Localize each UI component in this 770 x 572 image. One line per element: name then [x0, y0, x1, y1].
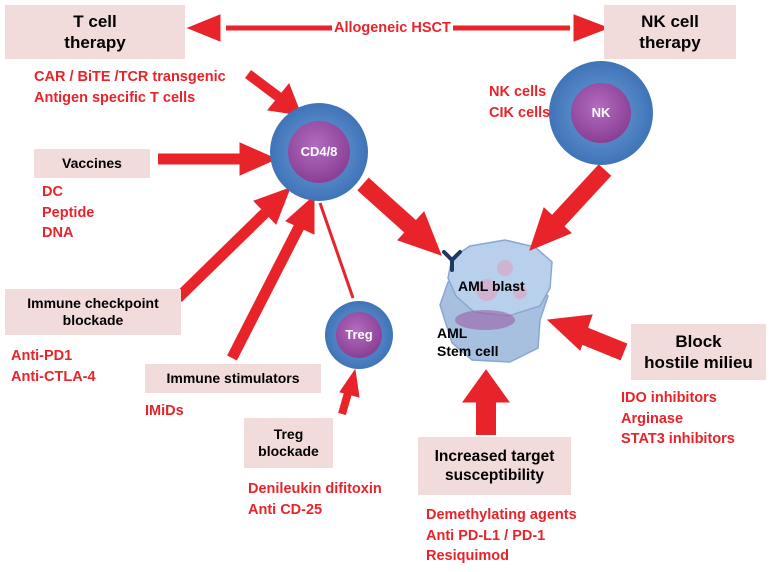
treg-item: Anti CD-25: [248, 501, 323, 518]
arrow-tregblockade-head: [339, 368, 360, 398]
target-item: Resiquimod: [426, 548, 509, 564]
hostile-item: Arginase: [621, 410, 684, 427]
target-item: Demethylating agents: [426, 507, 577, 523]
vaccines-box: Vaccines: [34, 149, 150, 178]
arrow-tregblockade-shaft: [338, 391, 352, 416]
treg-blockade-line1: Treg: [273, 425, 304, 442]
arrow-cd48-head: [397, 211, 442, 256]
arrow-nk-head: [529, 207, 572, 251]
increased-target-box: Increased target susceptibility: [418, 437, 571, 495]
cell-treg: [325, 301, 393, 369]
stimulators-list: IMiDs: [145, 401, 184, 422]
vaccine-item: DNA: [42, 225, 74, 241]
arrow-tcell-shaft: [245, 70, 283, 102]
nk-item: NK cells: [489, 84, 547, 100]
arrow-stimulators-shaft: [227, 222, 305, 361]
arrow-checkpoint-head: [253, 187, 291, 225]
hostile-item: STAT3 inhibitors: [621, 431, 735, 447]
receptor-icon: [442, 250, 462, 272]
hostile-list: IDO inhibitors Arginase STAT3 inhibitors: [621, 388, 735, 450]
allogeneic-hsct-label: Allogeneic HSCT: [332, 18, 453, 39]
aml-blast-label: AML blast: [458, 278, 525, 294]
nk-cell-therapy-line1: NK cell: [641, 11, 699, 31]
t-cell-therapy-line1: T cell: [73, 11, 117, 31]
vaccine-item: DC: [42, 184, 63, 200]
cell-nk: [549, 61, 653, 165]
nk-cell-therapy-box: NK cell therapy: [604, 5, 736, 59]
hostile-line2: hostile milieu: [644, 353, 753, 372]
nk-list: NK cells CIK cells: [489, 82, 550, 123]
vaccine-item: Peptide: [42, 204, 95, 221]
arrow-stimulators-head: [285, 194, 315, 235]
t-cell-item: CAR / BiTE /TCR transgenic: [34, 69, 226, 85]
t-cell-therapy-box: T cell therapy: [5, 5, 185, 59]
stimulators-label: Immune stimulators: [166, 369, 300, 386]
aml-vesicle: [497, 260, 513, 276]
checkpoint-line2: blockade: [62, 312, 124, 328]
checkpoint-line1: Immune checkpoint: [27, 294, 159, 311]
arrow-checkpoint-shaft: [174, 209, 269, 302]
aml-vesicle: [513, 285, 527, 299]
t-cell-item: Antigen specific T cells: [34, 89, 196, 106]
arrow-cd48-shaft: [357, 177, 418, 235]
treg-blockade-line2: blockade: [258, 443, 319, 459]
checkpoint-item: Anti-CTLA-4: [11, 368, 96, 385]
treg-blockade-box: Treg blockade: [244, 418, 333, 468]
arrow-hsct-left-head: [186, 14, 221, 42]
immune-stimulators-box: Immune stimulators: [145, 364, 321, 393]
treg-cell-label: Treg: [345, 327, 373, 342]
aml-stem-label: AML Stem cell: [437, 324, 498, 360]
immune-checkpoint-box: Immune checkpoint blockade: [5, 289, 181, 335]
target-item: Anti PD-L1 / PD-1: [426, 527, 546, 544]
arrow-tcell-head: [267, 83, 302, 116]
checkpoint-item: Anti-PD1: [11, 348, 73, 364]
aml-blast-shape: [447, 239, 553, 317]
arrow-vaccines-head: [239, 142, 278, 176]
arrow-nk-shaft: [550, 164, 612, 228]
cell-cd48: [270, 103, 368, 201]
checkpoint-list: Anti-PD1 Anti-CTLA-4: [11, 346, 96, 387]
t-cell-therapy-line2: therapy: [64, 33, 126, 52]
treg-list: Denileukin difitoxin Anti CD-25: [248, 479, 382, 520]
nk-cell-therapy-line2: therapy: [639, 33, 701, 52]
aml-stem-line2: Stem cell: [437, 343, 499, 359]
aml-stem-line1: AML: [437, 325, 468, 341]
hostile-item: IDO inhibitors: [621, 390, 717, 406]
cd48-cell-label: CD4/8: [300, 144, 338, 159]
arrow-hostile-head: [546, 314, 593, 351]
arrow-target-head: [462, 369, 510, 403]
target-list: Demethylating agents Anti PD-L1 / PD-1 R…: [426, 505, 577, 567]
treg-item: Denileukin difitoxin: [248, 481, 382, 497]
block-hostile-box: Block hostile milieu: [631, 324, 766, 380]
arrow-hsct-right-head: [573, 14, 610, 42]
vaccines-list: DC Peptide DNA: [42, 182, 94, 244]
treg-link-line: [318, 202, 355, 299]
aml-nucleus: [455, 310, 515, 330]
nk-item: CIK cells: [489, 104, 551, 121]
t-cell-list: CAR / BiTE /TCR transgenic Antigen speci…: [34, 67, 226, 108]
arrow-hostile-shaft: [578, 326, 628, 361]
aml-cell-cluster: [439, 239, 553, 363]
vaccines-label: Vaccines: [62, 154, 122, 171]
target-line2: susceptibility: [444, 467, 545, 484]
aml-vesicle: [476, 279, 498, 301]
arrow-layer: [158, 14, 628, 435]
target-line1: Increased target: [434, 447, 555, 465]
hostile-line1: Block: [675, 331, 722, 351]
stimulator-item: IMiDs: [145, 403, 184, 419]
nk-cell-label: NK: [591, 105, 611, 120]
